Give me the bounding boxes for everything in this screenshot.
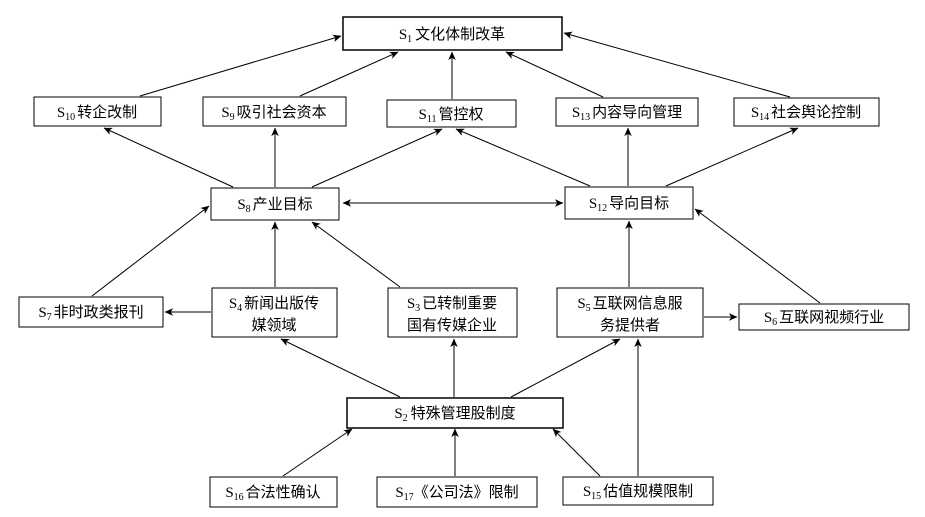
node-s3-label-line2: 国有传媒企业 [407,316,497,334]
node-s8-box [210,187,340,221]
edge-s9-s1 [299,51,399,97]
edge-s8-s11 [311,128,443,188]
node-s11-box [386,99,517,128]
edge-s12-s14 [665,127,799,187]
edge-s16-s2 [282,428,353,477]
node-s14-box [733,97,880,127]
node-s9-box [202,96,347,127]
edge-s2-s4 [280,338,401,398]
edge-s13-s1 [505,51,604,98]
edge-s10-s1 [139,34,342,97]
node-s16-box [209,476,338,508]
node-s3-box [387,287,518,338]
node-s5-box [556,287,704,338]
edge-s8-s10 [103,127,234,188]
node-s6-box [738,303,910,331]
node-s12-box [564,186,694,220]
node-s17-box [376,476,538,508]
node-s15-box [562,476,714,506]
node-s17: S17《公司法》限制 [376,476,538,508]
edge-s3-s8 [311,221,401,288]
edge-s15-s2 [552,428,601,477]
edge-s12-s11 [455,128,591,187]
edge-s6-s12 [694,208,821,304]
edge-s14-s1 [563,31,791,98]
node-s17-label: S17《公司法》限制 [395,484,518,503]
node-s10-box [33,96,162,127]
node-s4-box [211,287,338,338]
node-s7-box [18,296,164,328]
edge-s7-s8 [91,205,210,297]
edge-s2-s5 [510,338,621,398]
node-s1-box [342,16,563,51]
node-s13-box [555,97,699,127]
node-s5-label-line2: 务提供者 [600,317,660,334]
node-s2-box [346,397,564,429]
node-s4-label-line2: 媒领域 [251,317,296,334]
edges-layer [91,31,821,477]
